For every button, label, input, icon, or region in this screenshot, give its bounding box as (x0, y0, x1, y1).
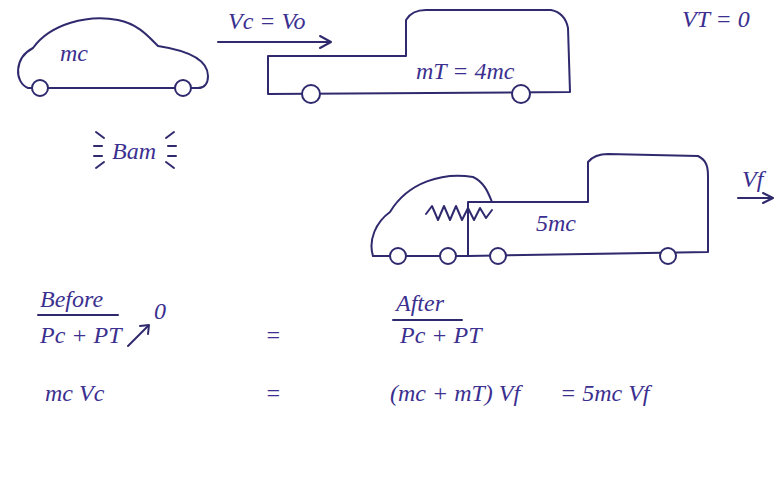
wheel (32, 80, 48, 96)
mass-label: mc (60, 40, 88, 66)
equation-text: Vf (742, 166, 763, 192)
wheel (302, 85, 320, 103)
outline-line (468, 154, 708, 256)
outline-line (268, 10, 570, 94)
wheel (512, 85, 530, 103)
equation-text: = (265, 322, 281, 348)
arrow-head (320, 36, 331, 48)
arrow-head (140, 325, 149, 334)
equation-text: Pc + PT (40, 322, 122, 348)
mass-label: mT = 4mc (416, 58, 514, 84)
vehicle-shape: 5mc (368, 152, 713, 266)
equation-text: VT = 0 (682, 6, 750, 32)
burst-mark (94, 156, 104, 168)
equation-text: = 5mc Vf (560, 380, 650, 406)
mass-label: 5mc (536, 210, 576, 236)
wheel (440, 248, 456, 264)
vehicle-shape: mc (8, 12, 213, 98)
equation-text: After (396, 290, 444, 316)
arrow-head (763, 193, 773, 203)
equation-text: Vc = Vo (228, 8, 306, 34)
burst-mark (166, 156, 176, 168)
outline-line (426, 206, 492, 220)
wheel (490, 248, 506, 264)
wheel (390, 248, 406, 264)
underline (38, 314, 118, 316)
equation-text: Pc + PT (400, 322, 482, 348)
equation-text: Bam (112, 138, 156, 164)
vehicle-shape: mT = 4mc (266, 8, 576, 104)
underline (393, 319, 462, 321)
outline-line (18, 18, 208, 88)
equation-text: = (265, 380, 281, 406)
equation-text: 0 (154, 298, 166, 324)
outline-line (372, 176, 492, 256)
velocity-arrow (218, 41, 330, 43)
equation-text: (mc + mT) Vf (390, 380, 520, 406)
equation-text: mc Vc (45, 380, 104, 406)
velocity-arrow (738, 197, 772, 199)
burst-mark (166, 132, 176, 146)
wheel (660, 248, 676, 264)
vehicle-outline (8, 12, 213, 110)
equation-text: Before (40, 286, 103, 312)
wheel (175, 80, 191, 96)
burst-mark (94, 132, 104, 146)
zero-arrow (128, 326, 148, 346)
